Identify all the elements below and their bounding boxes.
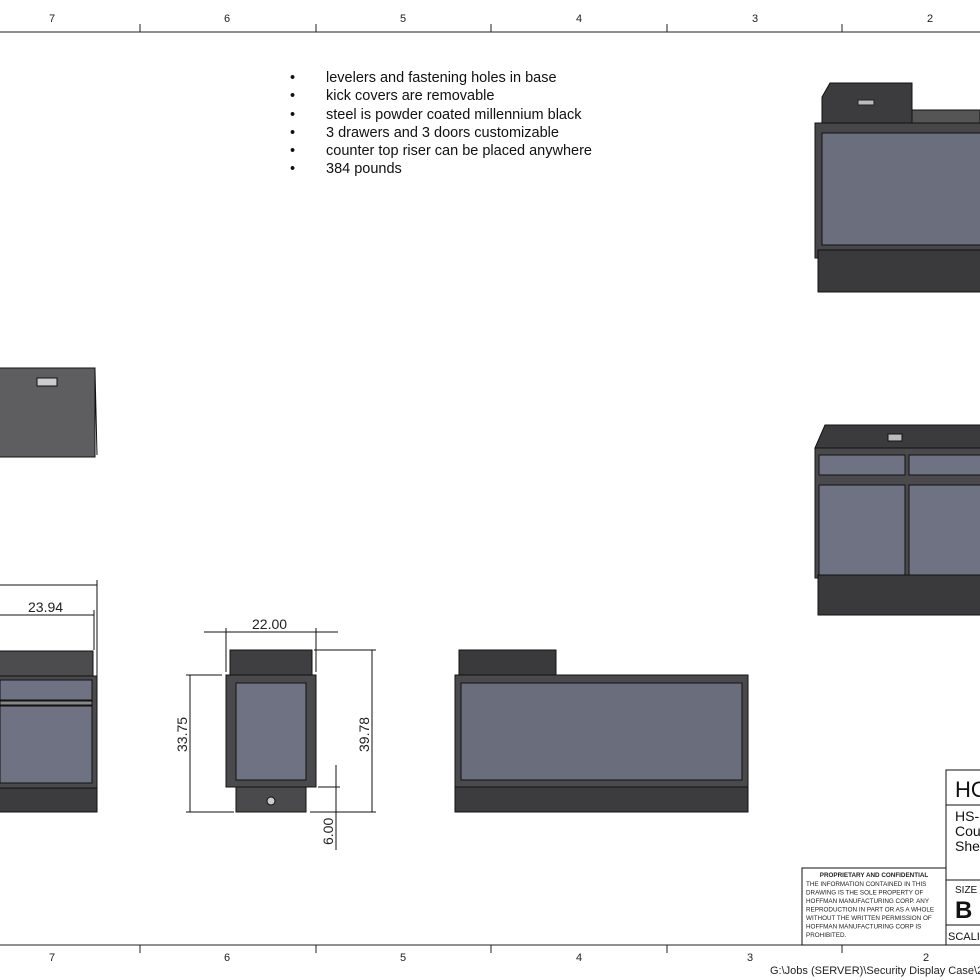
scale-label: SCALI: [948, 931, 980, 943]
bullet: •: [290, 161, 295, 177]
bullet: •: [290, 143, 295, 159]
note-item: kick covers are removable: [326, 88, 494, 104]
zone-label: 7: [49, 13, 55, 25]
dimension-height-body: 33.75: [174, 717, 190, 752]
dimension-kick: 6.00: [320, 818, 336, 845]
isometric-view-front: [814, 424, 980, 616]
zone-label: 3: [747, 952, 753, 964]
dimension-height-total: 39.78: [356, 717, 372, 752]
note-item: levelers and fastening holes in base: [326, 70, 557, 86]
bullet: •: [290, 107, 295, 123]
zone-label: 5: [400, 952, 406, 964]
notes-list: • levelers and fastening holes in base •…: [290, 70, 592, 177]
proprietary-text: THE INFORMATION CONTAINED IN THIS: [806, 881, 926, 888]
title-block: [801, 769, 980, 946]
proprietary-text: DRAWING IS THE SOLE PROPERTY OF: [806, 890, 923, 897]
bullet: •: [290, 70, 295, 86]
proprietary-title: PROPRIETARY AND CONFIDENTIAL: [820, 872, 929, 879]
dimension-depth: 22.00: [252, 616, 287, 632]
zone-label: 7: [49, 952, 55, 964]
zone-label: 6: [224, 13, 230, 25]
file-path: G:\Jobs (SERVER)\Security Display Case\2…: [770, 965, 980, 977]
side-view: [186, 628, 376, 850]
company-name: HO: [955, 777, 980, 802]
note-item: 3 drawers and 3 doors customizable: [326, 125, 559, 141]
isometric-view-back: [814, 82, 980, 293]
proprietary-text: PROHIBITED.: [806, 932, 846, 939]
zone-label: 5: [400, 13, 406, 25]
description-line: Cou: [955, 823, 980, 839]
bullet: •: [290, 88, 295, 104]
zone-labels-top: 7 6 5 4 3 2: [49, 13, 933, 25]
size-label: SIZE: [955, 885, 978, 896]
size-value: B: [955, 897, 972, 924]
dimension-width-front: 23.94: [28, 599, 63, 615]
proprietary-text: HOFFMAN MANUFACTURING CORP. ANY: [806, 898, 930, 905]
note-item: counter top riser can be placed anywhere: [326, 143, 592, 159]
zone-label: 2: [923, 952, 929, 964]
proprietary-text: REPRODUCTION IN PART OR AS A WHOLE: [806, 907, 934, 914]
zone-label: 2: [927, 13, 933, 25]
proprietary-text: HOFFMAN MANUFACTURING CORP IS: [806, 924, 921, 931]
zone-label: 6: [224, 952, 230, 964]
zone-label: 4: [576, 952, 582, 964]
zone-labels-bottom: 7 6 5 4 3 2: [49, 952, 929, 964]
part-number: HS-: [955, 808, 979, 824]
rear-view-long: [454, 649, 749, 813]
note-item: 384 pounds: [326, 161, 402, 177]
top-view-partial: [0, 367, 98, 458]
note-item: steel is powder coated millennium black: [326, 107, 582, 123]
zone-label: 3: [752, 13, 758, 25]
front-view-partial: [0, 580, 98, 813]
description-line: She: [955, 838, 980, 854]
proprietary-text: WITHOUT THE WRITTEN PERMISSION OF: [806, 915, 932, 922]
bullet: •: [290, 125, 295, 141]
zone-label: 4: [576, 13, 582, 25]
